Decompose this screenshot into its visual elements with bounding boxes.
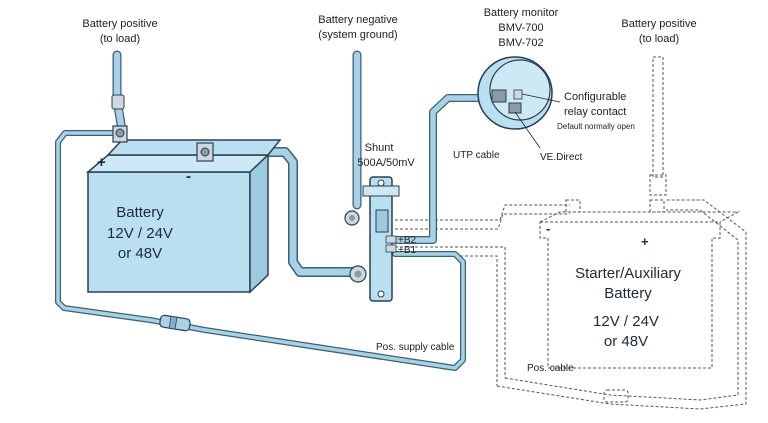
shunt: +B2 +B1 — [344, 176, 417, 302]
battery-side — [249, 153, 269, 294]
battery-positive-right-line1: Battery positive — [621, 18, 696, 30]
shunt-mount-hole-top — [377, 179, 385, 187]
battery-top — [106, 139, 282, 156]
utp-port — [491, 89, 507, 103]
left-positive-clamp — [111, 94, 125, 110]
b1-label: +B1 — [398, 245, 417, 256]
pos-cable-right-b — [496, 199, 747, 410]
starter-battery-outline — [539, 221, 721, 369]
starter-positive-clamp — [649, 174, 667, 196]
relay-contact-line2: relay contact — [564, 106, 626, 118]
pos-cable-left-b — [395, 255, 498, 386]
battery-negative-line2: (system ground) — [318, 29, 397, 41]
starter-battery-voltage: 12V / 24V — [593, 313, 659, 330]
battery-positive-left-line2: (to load) — [100, 33, 140, 45]
utp-cable-outline — [391, 94, 494, 244]
relay-port — [513, 89, 523, 100]
starter-negative-post — [565, 199, 581, 213]
battery-minus-sign: - — [186, 168, 191, 185]
relay-default-label: Default normally open — [557, 122, 635, 131]
utp-cable-label: UTP cable — [453, 150, 500, 161]
vedirect-label: VE.Direct — [540, 152, 582, 163]
relay-contact-line1: Configurable — [564, 91, 626, 103]
main-battery: + - Battery 12V / 24V or 48V — [85, 125, 282, 294]
shunt-b1-terminal — [385, 244, 397, 253]
utp-cable — [392, 95, 493, 243]
pos-cable-label: Pos. cable — [527, 363, 574, 374]
pos-supply-cable-label: Pos. supply cable — [376, 342, 455, 353]
shunt-top-bar — [362, 185, 400, 197]
battery-voltage: 12V / 24V — [107, 225, 173, 242]
b2-label: +B2 — [398, 235, 417, 246]
shunt-mount-hole-bottom — [377, 290, 385, 298]
starter-positive-post — [649, 199, 665, 213]
shunt-label-line1: Shunt — [365, 142, 394, 154]
starter-plus-sign: + — [641, 234, 649, 249]
battery-negative-bolt — [200, 147, 210, 157]
battery-monitor-line2: BMV-700 — [498, 22, 543, 34]
battery-monitor-line3: BMV-702 — [498, 37, 543, 49]
battery-monitor — [477, 56, 561, 149]
pos-cable-left-a — [395, 246, 506, 378]
starter-wiring-dashed — [395, 56, 747, 410]
pos-supply-fuse — [159, 314, 191, 332]
shunt-label-line2: 500A/50mV — [357, 157, 415, 169]
shunt-b2-terminal — [385, 235, 397, 244]
battery-positive-left-line1: Battery positive — [82, 18, 157, 30]
battery-name: Battery — [116, 204, 164, 221]
pos-cable-right-a — [504, 209, 739, 401]
starter-positive-cable — [652, 56, 664, 178]
starter-battery-labels: - + Starter/Auxiliary Battery 12V / 24V … — [546, 221, 681, 350]
shunt-negative-bolt — [349, 215, 355, 221]
starter-battery-top — [539, 211, 740, 223]
starter-negative-cable-a — [395, 204, 570, 221]
vedirect-port — [508, 102, 522, 114]
battery-positive-right-line2: (to load) — [639, 33, 679, 45]
starter-battery-voltage-alt: or 48V — [604, 333, 648, 350]
battery-plus-sign: + — [97, 154, 106, 171]
starter-battery-name-line2: Battery — [604, 285, 652, 302]
battery-top-front — [85, 154, 270, 173]
pos-cable-fuse — [603, 389, 629, 403]
battery-positive-bolt — [115, 128, 125, 138]
vedirect-leader-line — [514, 111, 541, 149]
battery-voltage-alt: or 48V — [118, 245, 162, 262]
starter-negative-cable-b — [395, 213, 570, 230]
starter-battery-name-line1: Starter/Auxiliary — [575, 265, 681, 282]
minus-to-shunt — [206, 148, 359, 276]
labels: Battery positive (to load) Battery negat… — [82, 7, 696, 374]
shunt-terminal-block — [375, 209, 389, 233]
battery-negative-line1: Battery negative — [318, 14, 398, 26]
battery-monitor-line1: Battery monitor — [484, 7, 559, 19]
relay-leader-line — [521, 93, 561, 103]
shunt-battery-bolt — [354, 270, 362, 278]
starter-minus-sign: - — [546, 221, 550, 236]
